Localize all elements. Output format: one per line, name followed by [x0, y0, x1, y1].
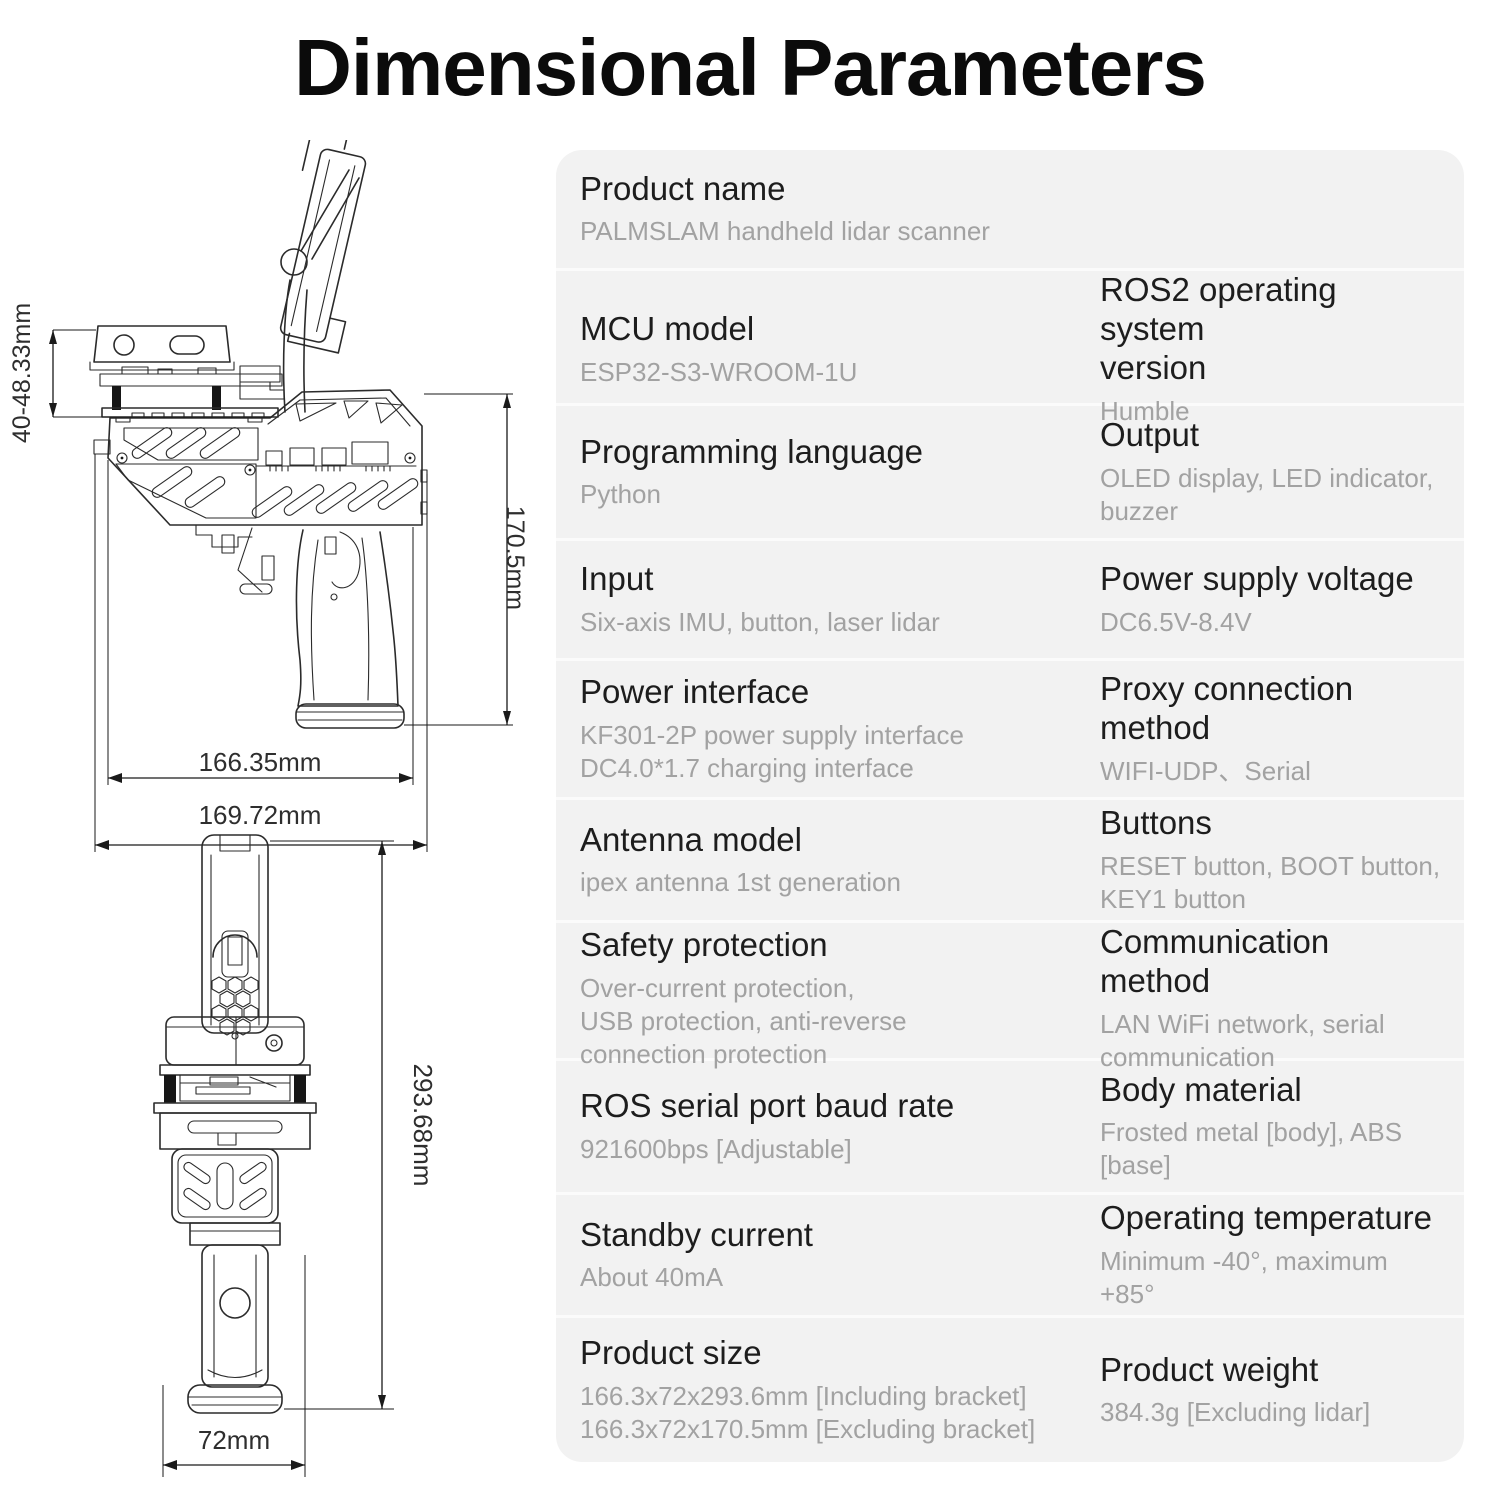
spec-label: Operating temperature — [1100, 1199, 1433, 1237]
spec-value: PALMSLAM handheld lidar scanner — [580, 216, 990, 247]
spec-value: Humble — [1100, 395, 1190, 426]
spec-row: ROS serial port baud rate 921600bps [Adj… — [556, 1058, 1464, 1192]
spec-item-buttons: Buttons RESET button, BOOT button, KEY1 … — [1076, 800, 1464, 920]
spec-item-body-material: Body material Frosted metal [body], ABS … — [1076, 1061, 1464, 1192]
spec-item-empty — [1076, 150, 1464, 268]
spec-item-power-interface: Power interface KF301-2P power supply in… — [556, 661, 1076, 797]
spec-value: RESET button, BOOT button, KEY1 button — [1100, 850, 1441, 914]
spec-label: Input — [580, 560, 654, 598]
spec-row: Safety protection Over-current protectio… — [556, 920, 1464, 1072]
spec-value: Python — [580, 479, 661, 510]
spec-label: Programming language — [580, 432, 924, 470]
dim-width-outer: 169.72mm — [94, 454, 428, 852]
front-grip — [187, 1244, 283, 1414]
spec-label: Product name — [580, 169, 786, 207]
bracket — [201, 834, 269, 1040]
spec-item-mcu-model: MCU model ESP32-S3-WROOM-1U — [556, 271, 1076, 428]
spec-item-proxy-connection: Proxy connection method WIFI-UDP、Serial — [1076, 661, 1464, 797]
spec-item-operating-temperature: Operating temperature Minimum -40°, maxi… — [1076, 1195, 1464, 1315]
spec-label: Power supply voltage — [1100, 560, 1414, 598]
front-view-drawing: 293.68mm 72mm — [153, 834, 438, 1477]
spec-label: Antenna model — [580, 820, 802, 858]
dim-lidar-height: 40-48.33mm — [8, 303, 272, 443]
spec-row: Power interface KF301-2P power supply in… — [556, 658, 1464, 797]
spec-label: Output — [1100, 416, 1200, 454]
spec-value: Frosted metal [body], ABS [base] — [1100, 1117, 1403, 1181]
side-view-drawing: 40-48.33mm 170.5mm 166.35mm 169.72mm — [8, 140, 529, 852]
spec-value: 921600bps [Adjustable] — [580, 1133, 852, 1164]
spec-value: About 40mA — [580, 1262, 724, 1293]
spec-item-baud-rate: ROS serial port baud rate 921600bps [Adj… — [556, 1061, 1076, 1192]
spec-value: DC6.5V-8.4V — [1100, 606, 1252, 637]
spec-value: KF301-2P power supply interface DC4.0*1.… — [580, 719, 964, 783]
spec-label: ROS2 operating system version — [1100, 271, 1337, 386]
spec-value: ipex antenna 1st generation — [580, 867, 901, 898]
spec-item-power-supply-voltage: Power supply voltage DC6.5V-8.4V — [1076, 541, 1464, 658]
spec-label: Product size — [580, 1334, 762, 1372]
dim-label-width-inner: 166.35mm — [199, 747, 322, 777]
dim-body-height: 170.5mm — [404, 393, 529, 726]
spec-row: Programming language Python Output OLED … — [556, 403, 1464, 538]
spec-value: Over-current protection, USB protection,… — [580, 972, 907, 1069]
spec-item-output: Output OLED display, LED indicator, buzz… — [1076, 406, 1464, 538]
spec-panel: Product name PALMSLAM handheld lidar sca… — [556, 150, 1464, 1462]
spec-item-input: Input Six-axis IMU, button, laser lidar — [556, 541, 1076, 658]
spec-label: Product weight — [1100, 1350, 1319, 1388]
page-title: Dimensional Parameters — [294, 23, 1207, 112]
spec-value: OLED display, LED indicator, buzzer — [1100, 462, 1434, 526]
spec-label: ROS serial port baud rate — [580, 1087, 955, 1125]
lidar-head — [153, 1016, 317, 1114]
spec-row: Antenna model ipex antenna 1st generatio… — [556, 797, 1464, 920]
spec-item-product-name: Product name PALMSLAM handheld lidar sca… — [556, 150, 1076, 268]
spec-item-product-size: Product size 166.3x72x293.6mm [Including… — [556, 1318, 1076, 1462]
spec-item-ros2-version: ROS2 operating system version Humble — [1076, 271, 1464, 428]
scanner-body — [93, 389, 428, 526]
spec-label: MCU model — [580, 309, 755, 347]
dim-label-total-height: 293.68mm — [408, 1064, 438, 1187]
lidar-unit — [89, 325, 285, 423]
spec-label: Communication method — [1100, 923, 1330, 999]
dim-width-inner: 166.35mm — [107, 460, 414, 785]
spec-label: Body material — [1100, 1070, 1302, 1108]
spec-value: ESP32-S3-WROOM-1U — [580, 356, 858, 387]
spec-value: Minimum -40°, maximum +85° — [1100, 1245, 1388, 1309]
spec-label: Power interface — [580, 673, 810, 711]
dim-total-height: 293.68mm — [270, 840, 438, 1410]
front-body — [159, 1112, 311, 1246]
grip — [195, 524, 405, 729]
spec-row: MCU model ESP32-S3-WROOM-1U ROS2 operati… — [556, 268, 1464, 426]
spec-label: Safety protection — [580, 925, 828, 963]
spec-label: Proxy connection method — [1100, 670, 1354, 746]
spec-item-safety-protection: Safety protection Over-current protectio… — [556, 923, 1076, 1074]
spec-value: Six-axis IMU, button, laser lidar — [580, 606, 940, 637]
spec-value: 166.3x72x293.6mm [Including bracket] 166… — [580, 1380, 1036, 1444]
spec-value: WIFI-UDP、Serial — [1100, 755, 1311, 786]
spec-row: Product name PALMSLAM handheld lidar sca… — [556, 150, 1464, 268]
spec-row: Standby current About 40mA Operating tem… — [556, 1192, 1464, 1315]
spec-value: LAN WiFi network, serial communication — [1100, 1008, 1385, 1072]
spec-value: 384.3g [Excluding lidar] — [1100, 1397, 1371, 1428]
spec-item-communication-method: Communication method LAN WiFi network, s… — [1076, 923, 1464, 1074]
dim-label-grip-width: 72mm — [198, 1425, 270, 1455]
spec-row: Input Six-axis IMU, button, laser lidar … — [556, 538, 1464, 658]
spec-label: Standby current — [580, 1215, 813, 1253]
spec-item-product-weight: Product weight 384.3g [Excluding lidar] — [1076, 1318, 1464, 1462]
dim-grip-width: 72mm — [162, 1255, 306, 1477]
spec-item-programming-language: Programming language Python — [556, 406, 1076, 538]
dim-label-lidar-height: 40-48.33mm — [8, 303, 36, 443]
spec-item-standby-current: Standby current About 40mA — [556, 1195, 1076, 1315]
dim-label-body-height: 170.5mm — [501, 506, 529, 610]
spec-item-antenna-model: Antenna model ipex antenna 1st generatio… — [556, 800, 1076, 920]
spec-label: Buttons — [1100, 804, 1212, 842]
phone-mount — [279, 140, 367, 413]
dim-label-width-outer: 169.72mm — [199, 800, 322, 830]
spec-row: Product size 166.3x72x293.6mm [Including… — [556, 1315, 1464, 1462]
